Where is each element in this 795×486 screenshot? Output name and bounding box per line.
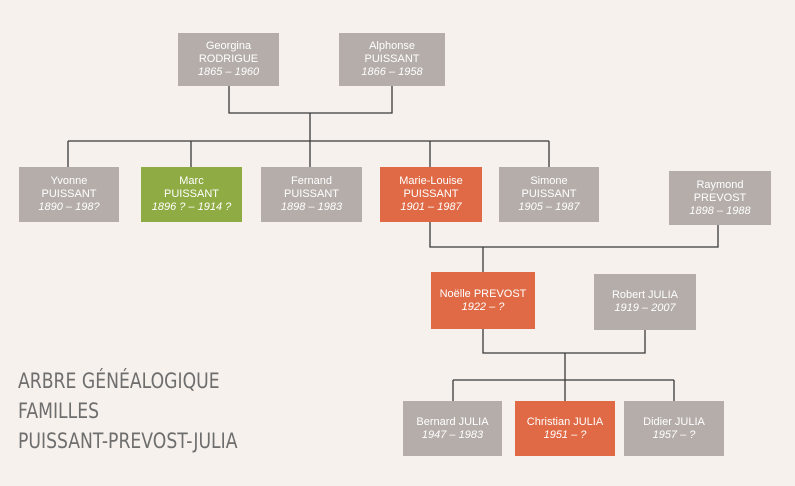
person-first-name: Fernand	[291, 175, 332, 187]
person-dates: 1865 – 1960	[197, 66, 260, 78]
person-last-name: RODRIGUE	[198, 53, 259, 65]
person-last-name: PUISSANT	[364, 53, 420, 65]
person-first-name: Raymond	[696, 178, 744, 191]
person-last-name: PUISSANT	[403, 188, 459, 200]
person-dates: 1896 ? – 1914 ?	[151, 201, 232, 213]
person-last-name: PUISSANT	[163, 188, 219, 200]
couple-line-noelle-robert	[482, 329, 646, 354]
person-georgina-rodrigue: Georgina RODRIGUE 1865 – 1960	[178, 33, 279, 86]
title-line-1: ARBRE GÉNÉALOGIQUE	[18, 369, 220, 393]
title-line-2: FAMILLES	[18, 399, 100, 423]
person-yvonne-puissant: Yvonne PUISSANT 1890 – 198?	[19, 167, 119, 222]
person-first-name: Yvonne	[50, 175, 88, 187]
person-robert-julia: Robert JULIA 1919 – 2007	[594, 274, 696, 330]
person-didier-julia: Didier JULIA 1957 – ?	[624, 401, 724, 456]
person-full-name: Christian JULIA	[526, 415, 604, 428]
person-first-name: Marc	[179, 175, 204, 187]
person-dates: 1951 – ?	[543, 428, 587, 441]
person-first-name: Alphonse	[369, 40, 415, 52]
person-fernand-puissant: Fernand PUISSANT 1898 – 1983	[261, 167, 362, 222]
person-first-name: Simone	[530, 175, 568, 187]
person-last-name: PUISSANT	[41, 188, 97, 200]
couple-line-marie-louise-raymond	[429, 222, 719, 248]
person-dates: 1898 – 1983	[280, 201, 343, 213]
person-dates: 1890 – 198?	[38, 201, 100, 213]
person-christian-julia: Christian JULIA 1951 – ?	[515, 401, 615, 456]
person-bernard-julia: Bernard JULIA 1947 – 1983	[403, 401, 502, 456]
person-dates: 1922 – ?	[461, 300, 505, 313]
person-full-name: Robert JULIA	[611, 289, 679, 301]
person-noelle-prevost: Noëlle PREVOST 1922 – ?	[431, 272, 535, 329]
page-title: ARBRE GÉNÉALOGIQUE FAMILLES PUISSANT-PRE…	[18, 366, 238, 456]
person-marie-louise-puissant: Marie-Louise PUISSANT 1901 – 1987	[380, 167, 482, 222]
person-simone-puissant: Simone PUISSANT 1905 – 1987	[499, 167, 599, 222]
person-alphonse-puissant: Alphonse PUISSANT 1866 – 1958	[339, 33, 445, 86]
person-first-name: Marie-Louise	[399, 175, 463, 187]
person-full-name: Didier JULIA	[643, 415, 705, 428]
person-last-name: PUISSANT	[521, 188, 577, 200]
person-dates: 1905 – 1987	[518, 201, 580, 213]
person-dates: 1947 – 1983	[421, 428, 484, 441]
person-dates: 1919 – 2007	[614, 302, 676, 314]
person-full-name: Bernard JULIA	[416, 415, 489, 428]
person-raymond-prevost: Raymond PREVOST 1898 – 1988	[669, 171, 771, 225]
person-dates: 1898 – 1988	[689, 204, 751, 217]
person-full-name: Noëlle PREVOST	[439, 287, 527, 300]
person-last-name: PUISSANT	[283, 188, 339, 200]
title-line-3: PUISSANT-PREVOST-JULIA	[18, 429, 238, 453]
person-marc-puissant: Marc PUISSANT 1896 ? – 1914 ?	[141, 167, 242, 222]
person-first-name: Georgina	[205, 40, 252, 52]
person-dates: 1866 – 1958	[361, 66, 423, 78]
person-dates: 1901 – 1987	[400, 201, 462, 213]
person-last-name: PREVOST	[693, 191, 747, 204]
person-dates: 1957 – ?	[652, 428, 696, 441]
couple-line-georgina-alphonse	[228, 86, 393, 114]
